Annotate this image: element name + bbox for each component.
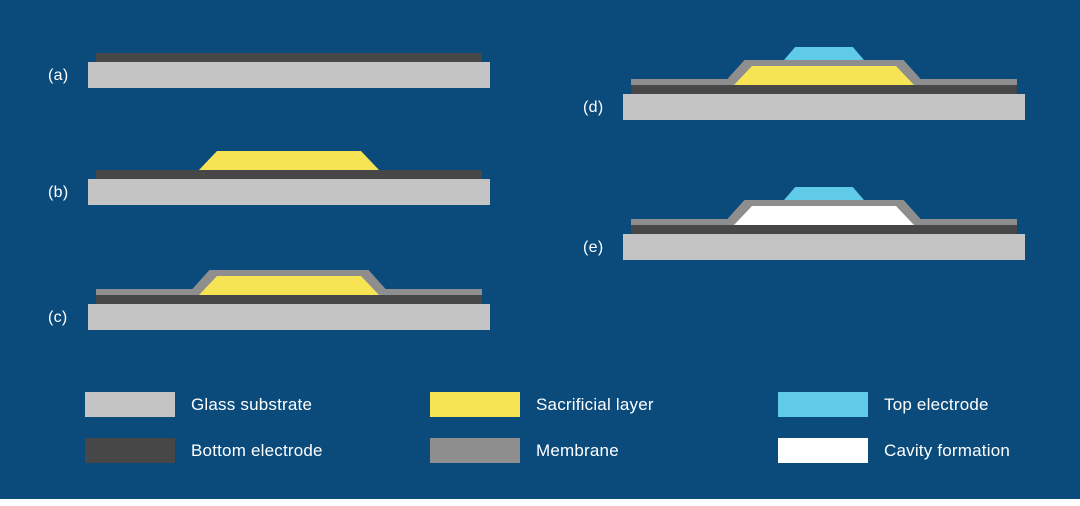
legend-label: Glass substrate — [191, 394, 313, 414]
step-b-diagram — [88, 130, 490, 205]
legend-label: Membrane — [536, 440, 619, 460]
legend-item-top-electrode: Top electrode — [778, 392, 1010, 417]
step-c-label: (c) — [48, 309, 68, 326]
bottom-electrode-layer — [631, 225, 1017, 234]
top-electrode-layer — [784, 47, 864, 60]
step-b: (b) — [48, 130, 490, 205]
glass-substrate-layer — [88, 62, 490, 88]
legend-label: Bottom electrode — [191, 440, 323, 460]
legend-item-membrane: Membrane — [430, 438, 778, 463]
step-a-diagram — [88, 13, 490, 88]
step-d-diagram — [623, 45, 1025, 120]
step-b-label: (b) — [48, 184, 69, 201]
sacrificial-layer-swatch — [430, 392, 520, 417]
glass-substrate-layer — [88, 179, 490, 205]
glass-substrate-layer — [623, 234, 1025, 260]
legend-label: Sacrificial layer — [536, 394, 654, 414]
glass-substrate-layer — [623, 94, 1025, 120]
top-electrode-layer — [784, 187, 864, 200]
legend-item-bottom-electrode: Bottom electrode — [85, 438, 430, 463]
legend-label: Top electrode — [884, 394, 989, 414]
step-d-label: (d) — [583, 99, 604, 116]
legend-item-cavity-formation: Cavity formation — [778, 438, 1010, 463]
sacrificial-layer — [734, 66, 914, 85]
cavity-formation-layer — [734, 206, 914, 225]
bottom-electrode-layer — [96, 170, 482, 179]
legend: Glass substrate Bottom electrode Sacrifi… — [85, 392, 1010, 463]
bottom-electrode-layer — [631, 85, 1017, 94]
legend-item-sacrificial-layer: Sacrificial layer — [430, 392, 778, 417]
step-e-label: (e) — [583, 239, 604, 256]
step-d: (d) — [583, 45, 1025, 120]
cavity-formation-swatch — [778, 438, 868, 463]
step-c: (c) — [48, 255, 490, 330]
membrane-swatch — [430, 438, 520, 463]
sacrificial-layer — [199, 151, 379, 170]
bottom-electrode-layer — [96, 295, 482, 304]
step-a: (a) — [48, 13, 490, 88]
step-e: (e) — [583, 185, 1025, 260]
step-e-diagram — [623, 185, 1025, 260]
bottom-strip — [0, 499, 1080, 506]
glass-substrate-layer — [88, 304, 490, 330]
sacrificial-layer — [199, 276, 379, 295]
top-electrode-swatch — [778, 392, 868, 417]
legend-label: Cavity formation — [884, 440, 1011, 460]
bottom-electrode-layer — [96, 53, 482, 62]
bottom-electrode-swatch — [85, 438, 175, 463]
legend-item-glass-substrate: Glass substrate — [85, 392, 430, 417]
glass-substrate-swatch — [85, 392, 175, 417]
step-c-diagram — [88, 255, 490, 330]
step-a-label: (a) — [48, 67, 69, 84]
